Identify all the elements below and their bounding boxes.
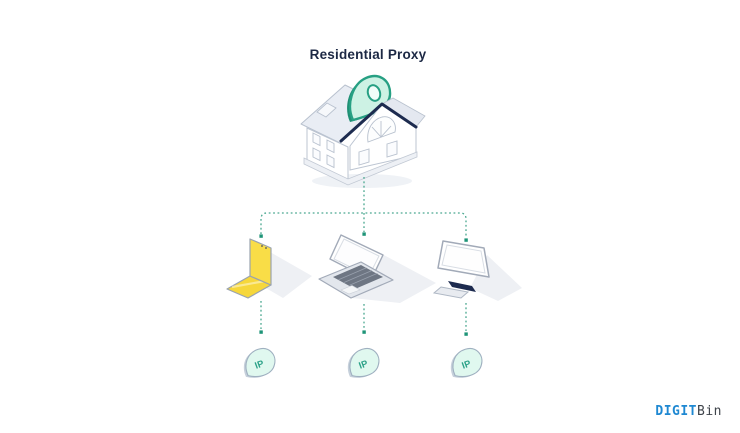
- house-dormer: [316, 102, 337, 118]
- connector-tree: [260, 177, 467, 331]
- phone-camera-dot: [261, 245, 263, 247]
- house-window: [312, 147, 321, 162]
- connector-dot: [362, 232, 366, 236]
- house-window: [358, 148, 370, 166]
- ip-pin-icon: IP: [347, 347, 380, 378]
- foldable-phone-icon: [226, 238, 312, 299]
- location-pin-hole: [366, 84, 382, 102]
- ip-pin-body: [452, 347, 483, 378]
- house-fan-window: [367, 116, 396, 143]
- phone-camera-dot: [265, 247, 267, 249]
- ip-pin-label: IP: [253, 358, 265, 370]
- connector-dot: [464, 332, 468, 336]
- laptop-shadow: [352, 254, 436, 303]
- phone-highlight: [231, 279, 266, 289]
- laptop-icon: [318, 234, 436, 303]
- monitor-screen: [441, 244, 486, 274]
- ip-pin-body: [349, 347, 380, 378]
- laptop-key-rows: [338, 267, 378, 286]
- house-fan-window-spokes: [371, 121, 392, 138]
- house-window: [386, 140, 398, 158]
- connector-dot: [464, 238, 468, 242]
- laptop-trackpad: [340, 285, 361, 295]
- ip-pin-label: IP: [357, 358, 369, 370]
- connector-dot: [362, 330, 366, 334]
- connector-end-dots: [259, 232, 468, 336]
- house-window: [312, 132, 321, 147]
- digitbin-logo: DIGITBin: [655, 404, 722, 419]
- monitor-stand-neck: [448, 281, 476, 292]
- connector-branch: [260, 212, 467, 238]
- ip-pin-icon: IP: [243, 347, 276, 378]
- phone-upright-panel: [249, 238, 272, 286]
- ip-pin-label: IP: [460, 358, 472, 370]
- ip-pin-icon: IP: [450, 347, 483, 378]
- house-window: [326, 154, 335, 169]
- house-icon: [300, 74, 426, 188]
- diagram-title: Residential Proxy: [309, 47, 427, 62]
- house-window: [326, 139, 335, 154]
- connector-dot: [259, 234, 263, 238]
- digitbin-logo-secondary: Bin: [697, 404, 722, 419]
- monitor-icon: [432, 240, 522, 301]
- connector-dot: [259, 330, 263, 334]
- house-roof-fascia: [339, 102, 418, 143]
- monitor-stand-foot: [432, 286, 470, 299]
- ip-pin-body: [245, 347, 276, 378]
- house-base: [303, 151, 418, 186]
- digitbin-logo-primary: DIGIT: [655, 404, 698, 419]
